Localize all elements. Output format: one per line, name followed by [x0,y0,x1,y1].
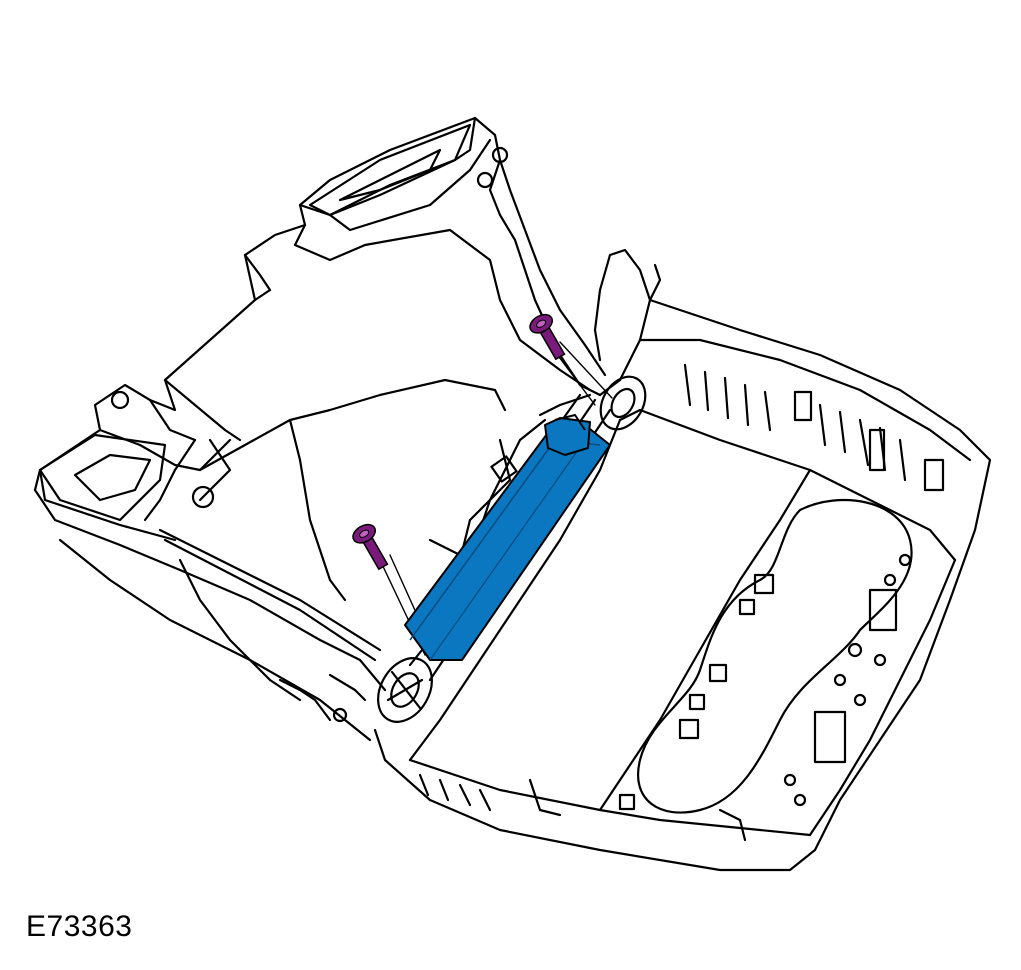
vent-opening [38,123,472,522]
cavity-cutout [637,498,913,814]
tray-housing [373,248,992,872]
tray-ribs [418,363,945,842]
bolt-icon [529,313,566,361]
highlighted-component [404,414,611,661]
housing-frame [33,116,607,742]
bolt-icon [352,523,389,571]
reference-code: E73363 [26,910,133,943]
